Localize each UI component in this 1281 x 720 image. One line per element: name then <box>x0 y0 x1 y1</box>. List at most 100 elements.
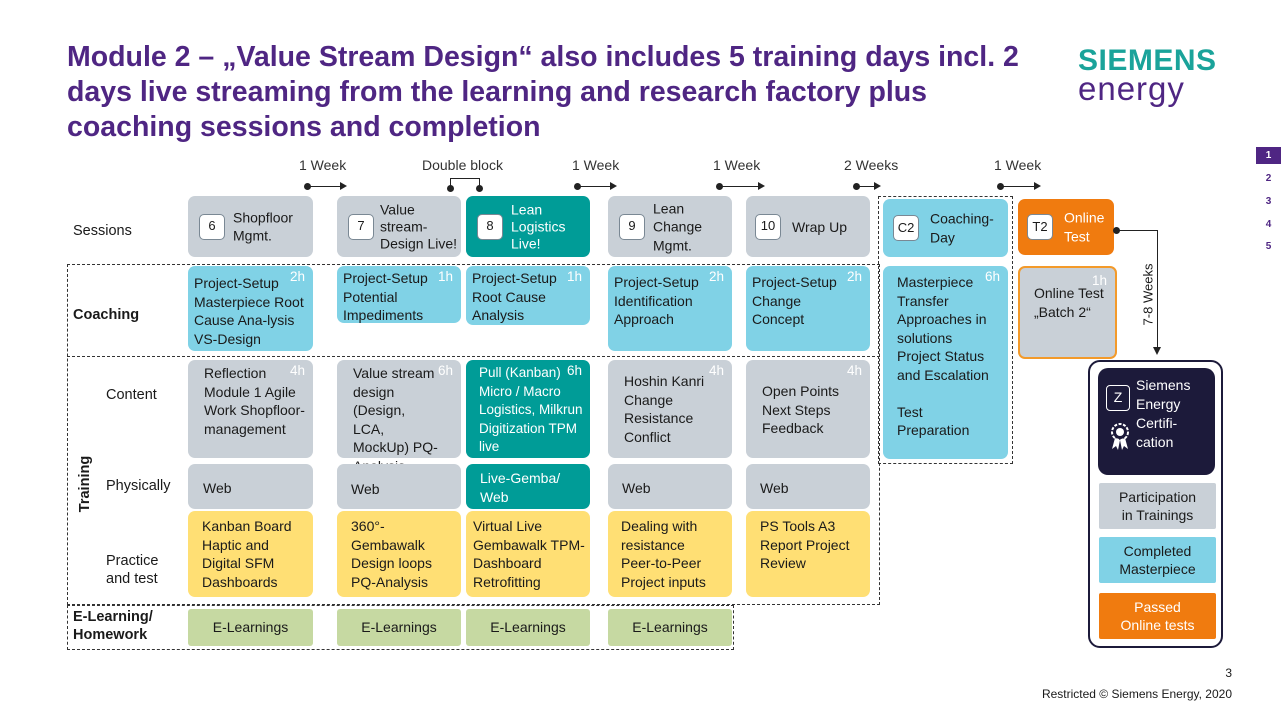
session-label: Wrap Up <box>792 219 847 235</box>
row-separator <box>67 356 880 357</box>
session-10[interactable]: 10 Wrap Up <box>746 196 870 257</box>
bracket-dot <box>447 185 454 192</box>
session-c2[interactable]: C2 Coaching-Day <box>883 199 1008 257</box>
coaching-box: 1h Project-Setup Potential Impediments <box>337 266 461 323</box>
row-label-elearning: E-Learning/ Homework <box>73 609 153 643</box>
requirement-online-tests: Passed Online tests <box>1099 593 1216 639</box>
certification-badge: Z <box>1106 385 1130 411</box>
arrow-start-dot <box>716 183 723 190</box>
arrow-start-dot <box>997 183 1004 190</box>
coaching-day-box: 6h Masterpiece Transfer Approaches in so… <box>883 266 1008 459</box>
content-box: 4h Hoshin Kanri Change Resistance Confli… <box>608 360 732 458</box>
nav-page-3[interactable]: 3 <box>1265 196 1272 207</box>
requirement-masterpiece: Completed Masterpiece <box>1099 537 1216 583</box>
practice-text: 360°-Gembawalk Design loops PQ-Analysis <box>351 518 432 590</box>
session-7[interactable]: 7 Value stream-Design Live! <box>337 196 461 257</box>
coaching-box: 2h Project-Setup Identification Approach <box>608 266 732 351</box>
elearning-text: E-Learnings <box>361 619 437 636</box>
duration-badge: 4h <box>289 363 305 378</box>
siemens-logo: SIEMENS <box>1078 44 1217 77</box>
interval-arrow <box>1001 181 1041 190</box>
physically-text: Web <box>622 480 651 496</box>
nav-page-1[interactable]: 1 <box>1256 147 1281 164</box>
row-label-physically: Physically <box>106 478 171 494</box>
requirement-text: Completed Masterpiece <box>1119 542 1196 578</box>
row-label-coaching: Coaching <box>73 307 140 323</box>
physically-box: Web <box>608 464 732 509</box>
session-8[interactable]: 8 Lean Logistics Live! <box>466 196 590 257</box>
duration-badge: 6h <box>984 269 1000 284</box>
duration-badge: 1h <box>566 269 582 284</box>
coaching-text: Online Test „Batch 2“ <box>1034 285 1104 320</box>
session-number-badge: 8 <box>477 213 503 240</box>
interval-arrow <box>857 181 881 190</box>
interval-arrow <box>308 181 347 190</box>
physically-text: Web <box>351 481 380 497</box>
interval-label: 1 Week <box>994 157 1042 173</box>
arrow-start-dot <box>853 183 860 190</box>
coaching-box: 2h Project-Setup Masterpiece Root Cause … <box>188 266 313 351</box>
practice-text: PS Tools A3 Report Project Review <box>760 518 850 571</box>
duration-badge: 1h <box>1091 273 1107 288</box>
coaching-text: Project-Setup Identification Approach <box>614 274 699 327</box>
coaching-text: Project-Setup Change Concept <box>752 274 837 327</box>
session-label: Coaching-Day <box>930 210 994 246</box>
elearning-box: E-Learnings <box>337 609 461 646</box>
coaching-box: 2h Project-Setup Change Concept <box>746 266 870 351</box>
session-label: Shopfloor Mgmt. <box>233 209 293 244</box>
session-number-badge: T2 <box>1027 214 1053 240</box>
double-block-bracket <box>450 178 480 187</box>
certification-label: Siemens Energy Certifi-cation <box>1136 377 1191 450</box>
certification-panel <box>1088 360 1223 648</box>
content-box: 4h Open Points Next Steps Feedback <box>746 360 870 458</box>
practice-box: Dealing with resistance Peer-to-Peer Pro… <box>608 511 732 597</box>
session-label: Lean Change Mgmt. <box>653 199 703 253</box>
session-9[interactable]: 9 Lean Change Mgmt. <box>608 196 732 257</box>
elearning-text: E-Learnings <box>632 619 708 636</box>
arrow-start-dot <box>304 183 311 190</box>
interval-label: 2 Weeks <box>844 157 899 173</box>
arrow-start-dot <box>574 183 581 190</box>
duration-badge: 2h <box>289 269 305 284</box>
requirement-text: Participation in Trainings <box>1118 488 1197 524</box>
content-text: Value stream design (Design, LCA, MockUp… <box>353 365 438 474</box>
nav-page-5[interactable]: 5 <box>1265 241 1272 252</box>
coaching-text: Project-Setup Root Cause Analysis <box>472 270 557 323</box>
content-box: 4h Reflection Module 1 Agile Work Shopfl… <box>188 360 313 458</box>
session-6[interactable]: 6 Shopfloor Mgmt. <box>188 196 313 257</box>
coaching-text: Project-Setup Potential Impediments <box>343 270 428 323</box>
training-coaching-frame <box>67 264 880 605</box>
session-label: Value stream-Design Live! <box>380 201 458 251</box>
elearning-frame <box>67 605 734 650</box>
physically-box: Web <box>188 464 313 509</box>
nav-page-4[interactable]: 4 <box>1265 219 1272 230</box>
interval-arrow <box>578 181 617 190</box>
requirement-text: Passed Online tests <box>1120 598 1195 634</box>
weeks-label: 7-8 Weeks <box>1140 263 1156 326</box>
connector-line <box>1117 230 1158 231</box>
duration-badge: 6h <box>437 363 453 378</box>
practice-text: Virtual Live Gembawalk TPM-Dashboard Ret… <box>473 518 585 590</box>
duration-badge: 2h <box>708 269 724 284</box>
physically-box: Web <box>746 464 870 509</box>
session-number-badge: 7 <box>348 213 374 240</box>
interval-label: Double block <box>422 157 503 173</box>
award-ribbon-icon <box>1111 423 1129 450</box>
physically-box: Web <box>337 464 461 509</box>
physically-text: Live-Gemba/ Web <box>480 470 561 505</box>
coaching-text: Masterpiece Transfer Approaches in solut… <box>897 274 989 438</box>
content-text: Open Points Next Steps Feedback <box>762 383 840 436</box>
arrow-down-icon <box>1153 347 1161 355</box>
session-t2[interactable]: T2 Online Test <box>1018 199 1114 255</box>
certification-box[interactable]: Z Siemens Energy Certifi-cation <box>1098 368 1215 475</box>
copyright: Restricted © Siemens Energy, 2020 <box>1041 687 1232 701</box>
practice-text: Kanban Board Haptic and Digital SFM Dash… <box>202 518 292 590</box>
duration-badge: 4h <box>846 363 862 378</box>
row-label-content: Content <box>106 387 157 403</box>
nav-page-2[interactable]: 2 <box>1265 173 1272 184</box>
session-number-badge: C2 <box>893 215 919 241</box>
content-text: Reflection Module 1 Agile Work Shopfloor… <box>204 365 305 437</box>
page-title: Module 2 – „Value Stream Design“ also in… <box>67 41 1019 143</box>
interval-label: 1 Week <box>713 157 761 173</box>
interval-label: 1 Week <box>299 157 347 173</box>
